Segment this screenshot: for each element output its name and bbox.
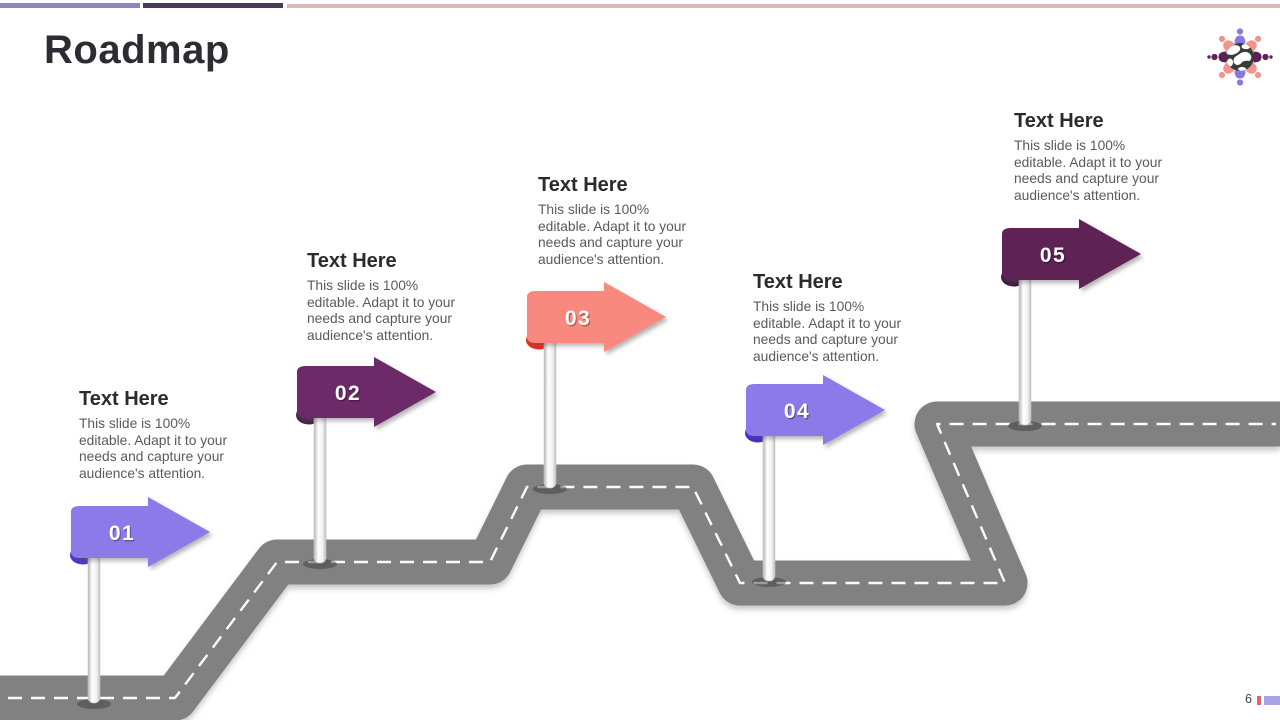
pole-shadow xyxy=(752,577,786,587)
svg-text:01: 01 xyxy=(110,523,136,546)
sign-arrow xyxy=(746,375,885,445)
pole-shadow xyxy=(303,559,337,569)
milestone-body-line: audience's attention. xyxy=(307,327,434,343)
sign-arrow xyxy=(297,357,436,427)
person-icon xyxy=(1234,70,1246,86)
pole-shadow xyxy=(533,484,567,494)
sign-number: 01 xyxy=(109,522,135,545)
milestone-body-line: This slide is 100% xyxy=(1014,138,1126,153)
sign-arrow xyxy=(1002,219,1141,289)
milestone-title: Text Here xyxy=(307,250,397,272)
person-icon xyxy=(1253,51,1273,63)
milestone-body-line: needs and capture your xyxy=(307,311,452,327)
milestone-text-04: Text Here This slide is 100% editable. A… xyxy=(753,271,933,365)
milestone-title: Text Here xyxy=(1014,110,1104,132)
milestone-title: Text Here xyxy=(538,174,628,196)
pole-shadow xyxy=(1008,421,1042,431)
sign-number: 05 xyxy=(1040,244,1066,267)
milestone-body-line: audience's attention. xyxy=(1014,187,1141,203)
milestone-body-line: needs and capture your xyxy=(79,449,224,465)
milestone-body-line: needs and capture your xyxy=(538,235,683,251)
top-bar-left xyxy=(0,3,140,8)
top-bar-right xyxy=(287,4,1280,8)
milestone-text-03: Text Here This slide is 100% editable. A… xyxy=(538,174,718,268)
sign-number: 03 xyxy=(565,307,591,330)
road-centerline xyxy=(8,422,1276,700)
company-logo xyxy=(1207,28,1273,86)
person-icon xyxy=(1218,62,1235,79)
milestone-body-line: This slide is 100% xyxy=(307,278,419,293)
milestone-body-line: needs and capture your xyxy=(1014,171,1159,187)
milestone-body-line: editable. Adapt it to your xyxy=(538,218,687,234)
milestone-body-line: needs and capture your xyxy=(753,332,898,348)
person-icon xyxy=(1245,35,1262,52)
svg-text:03: 03 xyxy=(566,308,592,331)
milestone-body-line: This slide is 100% xyxy=(753,299,865,314)
milestone-sign-05: 05 05 xyxy=(1001,219,1141,431)
milestone-text-02: Text Here This slide is 100% editable. A… xyxy=(307,250,487,344)
svg-text:05: 05 xyxy=(1041,245,1067,268)
milestone-body-line: editable. Adapt it to your xyxy=(1014,154,1163,170)
milestone-title: Text Here xyxy=(753,271,843,293)
milestone-body-line: This slide is 100% xyxy=(79,416,191,431)
milestone-body-line: editable. Adapt it to your xyxy=(79,432,228,448)
footer-bar xyxy=(1264,696,1280,705)
person-icon xyxy=(1245,62,1262,79)
milestone-sign-04: 04 04 xyxy=(745,375,885,587)
milestone-body-line: audience's attention. xyxy=(79,465,206,481)
footer-tick xyxy=(1257,696,1261,705)
sign-arrow xyxy=(71,497,210,567)
milestone-sign-02: 02 02 xyxy=(296,357,436,569)
milestone-body-line: editable. Adapt it to your xyxy=(753,315,902,331)
milestone-body-line: This slide is 100% xyxy=(538,202,650,217)
milestone-body-line: audience's attention. xyxy=(753,348,880,364)
milestone-sign-01: 01 01 xyxy=(70,497,210,709)
milestone-title: Text Here xyxy=(79,388,169,410)
sign-number: 04 xyxy=(784,400,810,423)
milestone-text-05: Text Here This slide is 100% editable. A… xyxy=(1014,110,1194,204)
person-icon xyxy=(1234,28,1246,44)
person-icon xyxy=(1207,51,1227,63)
svg-text:02: 02 xyxy=(336,383,362,406)
page-title: Roadmap xyxy=(44,28,230,72)
top-bar-mid xyxy=(143,3,283,8)
person-icon xyxy=(1218,35,1235,52)
milestone-text-01: Text Here This slide is 100% editable. A… xyxy=(79,388,259,482)
svg-text:04: 04 xyxy=(785,401,811,424)
milestone-sign-03: 03 03 xyxy=(526,282,666,494)
pole-shadow xyxy=(77,699,111,709)
milestone-body-line: editable. Adapt it to your xyxy=(307,294,456,310)
sign-arrow xyxy=(527,282,666,352)
milestone-body-line: audience's attention. xyxy=(538,251,665,267)
page-number: 6 xyxy=(1245,692,1252,706)
sign-number: 02 xyxy=(335,382,361,405)
globe-icon xyxy=(1226,43,1254,71)
